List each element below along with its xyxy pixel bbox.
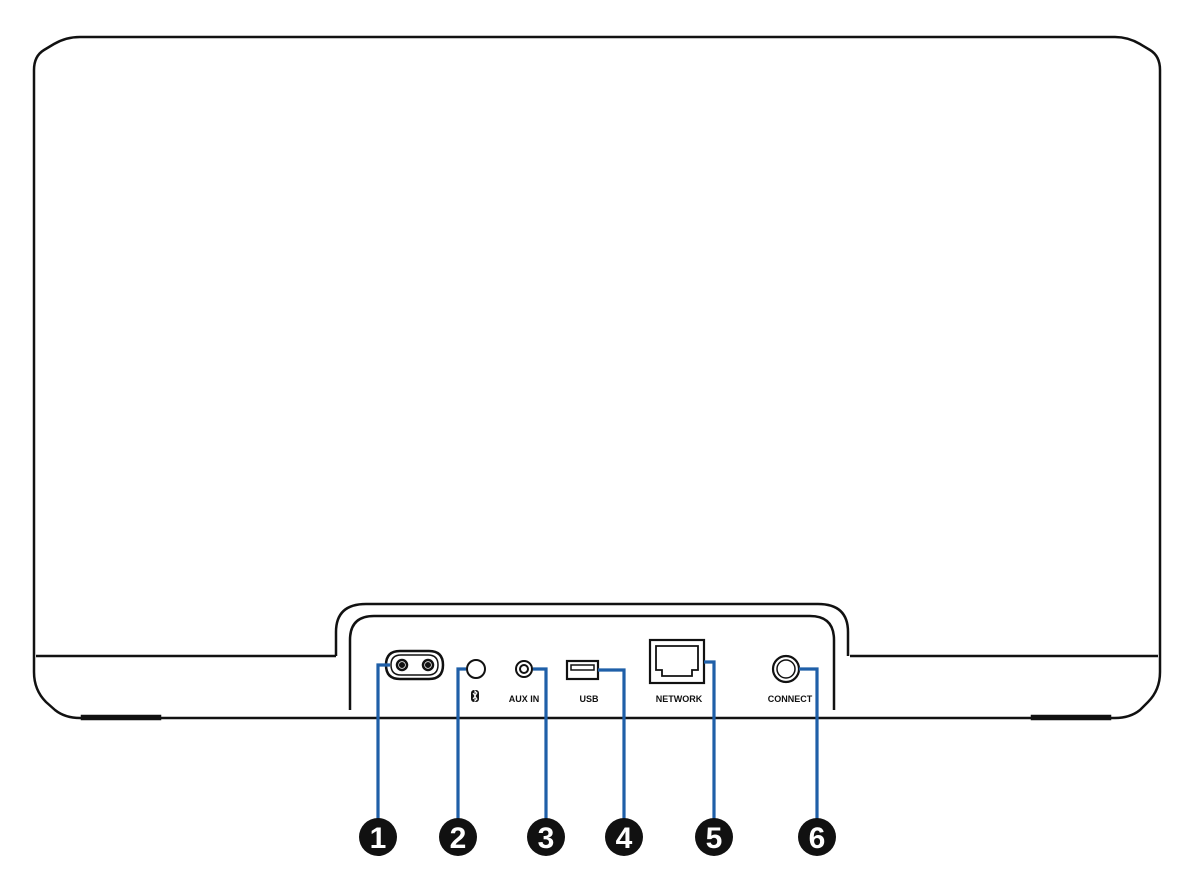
callout-badge-5: 5 — [695, 818, 733, 856]
bluetooth-icon — [471, 689, 479, 703]
aux-jack-inner — [519, 664, 529, 674]
usb-label: USB — [579, 694, 599, 704]
callout-lines — [376, 660, 819, 822]
power-inlet-inner — [390, 654, 439, 676]
foot-right — [1030, 714, 1112, 721]
callout-badge-6: 6 — [798, 818, 836, 856]
callout-line-3 — [533, 667, 548, 822]
callout-line-5 — [704, 660, 716, 822]
ethernet-port-socket — [655, 645, 699, 677]
svg-text:4: 4 — [616, 822, 633, 855]
bluetooth-led — [466, 659, 486, 679]
power-inlet-icon — [384, 649, 445, 681]
connect-button-inner — [776, 659, 796, 679]
svg-text:6: 6 — [809, 822, 826, 855]
callout-badge-1: 1 — [359, 818, 397, 856]
svg-text:1: 1 — [370, 822, 387, 855]
bluetooth-port — [466, 659, 486, 703]
foot-left — [80, 714, 162, 721]
callout-badge-2: 2 — [439, 818, 477, 856]
speaker-feet — [80, 714, 1112, 721]
network-label: NETWORK — [656, 694, 703, 704]
power-inlet-shell — [384, 649, 445, 681]
aux-jack-icon — [515, 660, 533, 678]
power-inlet-pin-right-core — [424, 661, 432, 669]
speaker-body — [32, 35, 1162, 720]
recess-inner — [348, 614, 836, 710]
aux-label: AUX IN — [509, 694, 540, 704]
callout-badge-4: 4 — [605, 818, 643, 856]
connector-recess — [334, 602, 850, 710]
power-inlet-pin-left — [395, 658, 409, 672]
callout-line-2 — [456, 667, 466, 822]
callout-line-1 — [376, 663, 390, 822]
power-inlet-pin-left-core — [398, 661, 406, 669]
usb-port-tongue — [570, 664, 595, 671]
svg-text:2: 2 — [450, 822, 467, 855]
svg-text:3: 3 — [538, 822, 555, 855]
callout-line-4 — [598, 668, 626, 822]
speaker-body-outline — [32, 35, 1162, 720]
aux-jack-outer — [515, 660, 533, 678]
power-inlet-pin-right — [421, 658, 435, 672]
connect-label: CONNECT — [768, 694, 813, 704]
ethernet-port-icon — [648, 638, 706, 685]
connect-button-icon — [771, 654, 801, 684]
callout-line-6 — [799, 667, 819, 822]
recess-outer — [334, 602, 850, 656]
svg-text:5: 5 — [706, 822, 723, 855]
callout-badge-3: 3 — [527, 818, 565, 856]
usb-port-icon — [565, 659, 600, 681]
